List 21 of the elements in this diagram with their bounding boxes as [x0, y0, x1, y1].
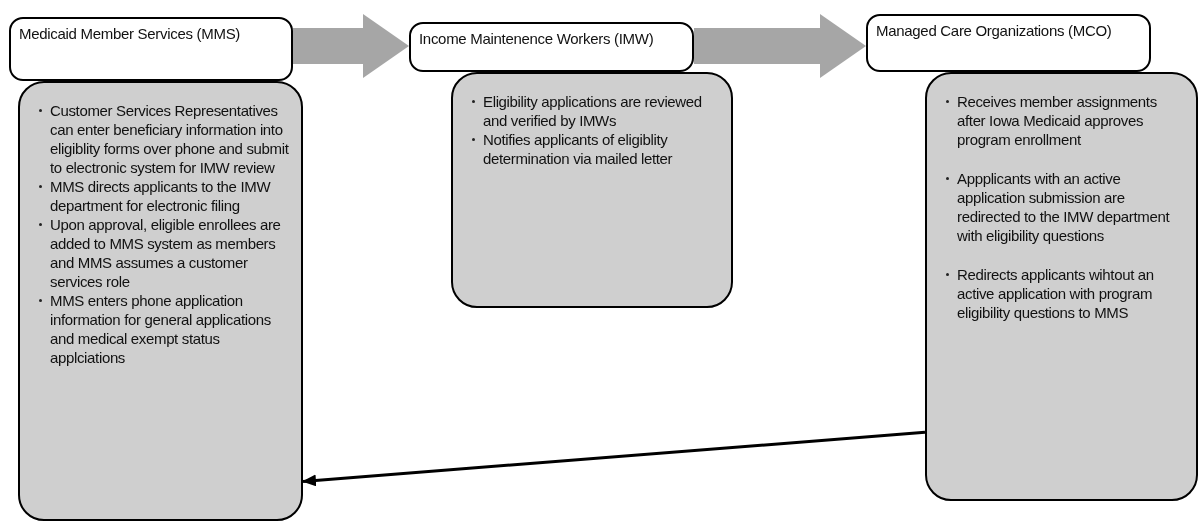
detail-box	[18, 81, 303, 521]
bullet-item: MMS directs applicants to the IMW department for electronic filing	[50, 177, 291, 215]
bullet-item: Appplicants with an active application submission are redirected to the IMW department with eligibility questions	[957, 169, 1186, 245]
box-title: Income Maintenence Workers (IMW)	[419, 30, 655, 47]
title-box	[866, 14, 1151, 72]
block-arrow	[694, 14, 866, 78]
box-title: Managed Care Organizations (MCO)	[876, 22, 1113, 39]
bullet-item: Receives member assignments after Iowa Medicaid approves program enrollment	[957, 92, 1186, 149]
bullet-item: Redirects applicants wihtout an active application with program eligibility questions to MMS	[957, 265, 1186, 322]
detail-box	[925, 72, 1198, 501]
title-box	[409, 22, 694, 72]
bullet-item: Customer Services Representatives can enter beneficiary information into eligiblity forms over phone and submit to electronic system for IMW review	[50, 101, 291, 177]
detail-box	[451, 72, 733, 308]
bullet-item: Notifies applicants of eligiblity determination via mailed letter	[483, 130, 721, 168]
bullet-item: MMS enters phone application information for general applications and medical exempt status applciations	[50, 291, 291, 367]
bullet-item: Upon approval, eligible enrollees are added to MMS system as members and MMS assumes a customer services role	[50, 215, 291, 291]
arrow	[302, 430, 926, 487]
title-box	[9, 17, 293, 81]
bullet-item: Eligibility applications are reviewed and verified by IMWs	[483, 92, 721, 130]
block-arrow	[293, 14, 409, 78]
box-title: Medicaid Member Services (MMS)	[19, 25, 242, 42]
